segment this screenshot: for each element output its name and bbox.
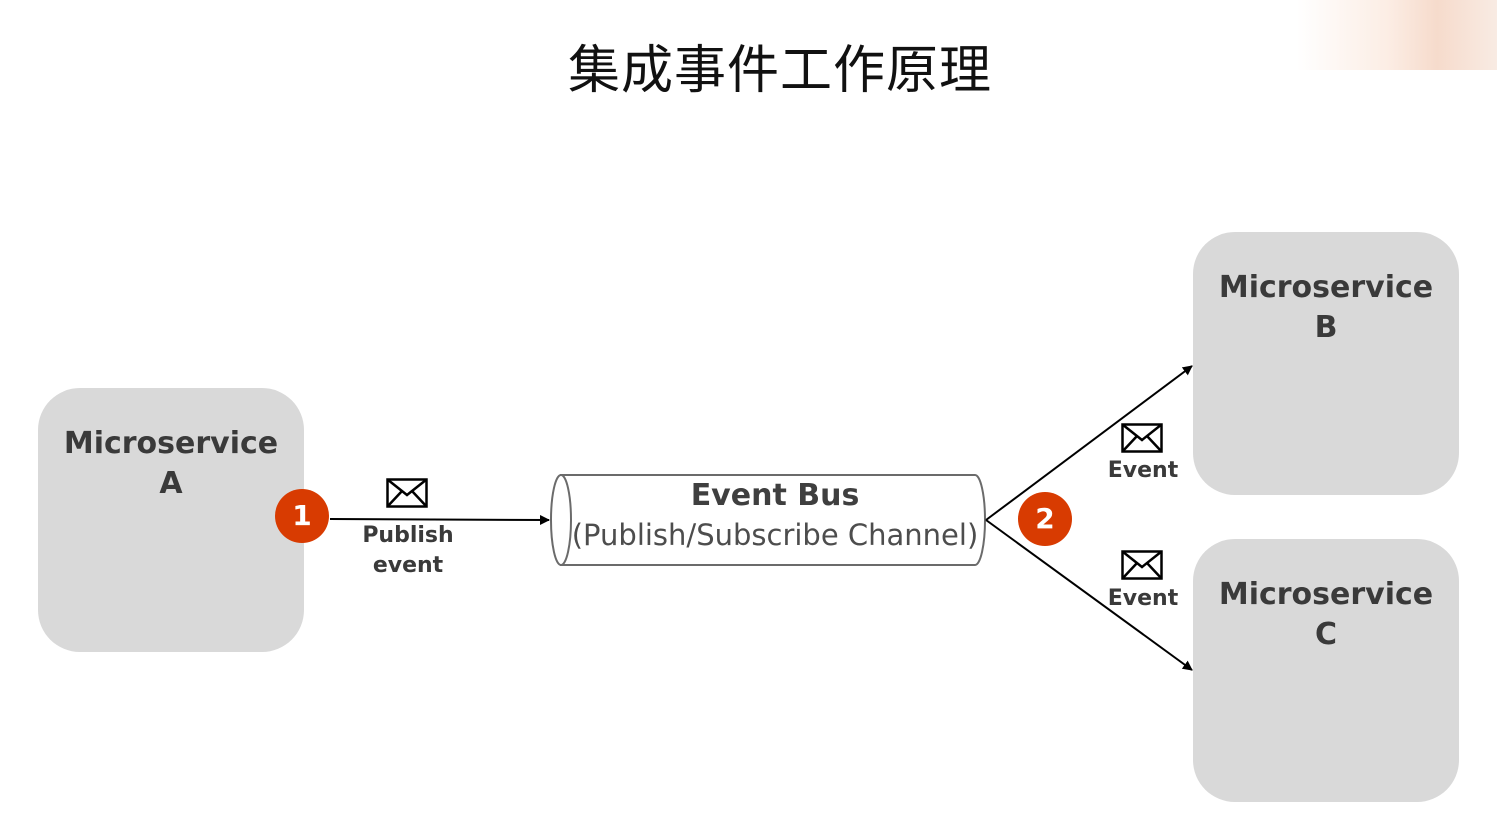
microservice-a-label: Microservice bbox=[63, 426, 279, 461]
envelope-icon bbox=[386, 478, 428, 508]
microservice-b-box: Microservice B bbox=[1193, 232, 1459, 495]
corner-decoration bbox=[1297, 0, 1497, 70]
envelope-icon bbox=[1121, 550, 1163, 580]
event-bus-cylinder bbox=[550, 474, 986, 566]
microservice-a-box: Microservice A bbox=[38, 388, 304, 652]
publish-label-line2: event bbox=[372, 553, 444, 578]
publish-label-line1: Publish bbox=[362, 523, 454, 548]
arrow-to-microservice-c bbox=[985, 519, 1193, 671]
step-2-badge: 2 bbox=[1018, 492, 1072, 546]
arrow-to-microservice-b bbox=[985, 365, 1193, 521]
microservice-b-letter: B bbox=[1314, 310, 1338, 345]
microservice-a-letter: A bbox=[159, 466, 183, 501]
microservice-c-box: Microservice C bbox=[1193, 539, 1459, 802]
publish-arrow bbox=[329, 514, 550, 525]
publish-event-label: Publish event bbox=[348, 521, 468, 581]
event-label-to-b: Event bbox=[1107, 458, 1179, 483]
microservice-b-label: Microservice bbox=[1218, 270, 1434, 305]
step-1-badge: 1 bbox=[275, 489, 329, 543]
microservice-c-letter: C bbox=[1314, 617, 1338, 652]
microservice-c-label: Microservice bbox=[1218, 577, 1434, 612]
event-bus-title: Event Bus bbox=[690, 478, 860, 513]
event-bus-subtitle: (Publish/Subscribe Channel) bbox=[571, 518, 979, 552]
event-label-to-c: Event bbox=[1107, 586, 1179, 611]
envelope-icon bbox=[1121, 423, 1163, 453]
